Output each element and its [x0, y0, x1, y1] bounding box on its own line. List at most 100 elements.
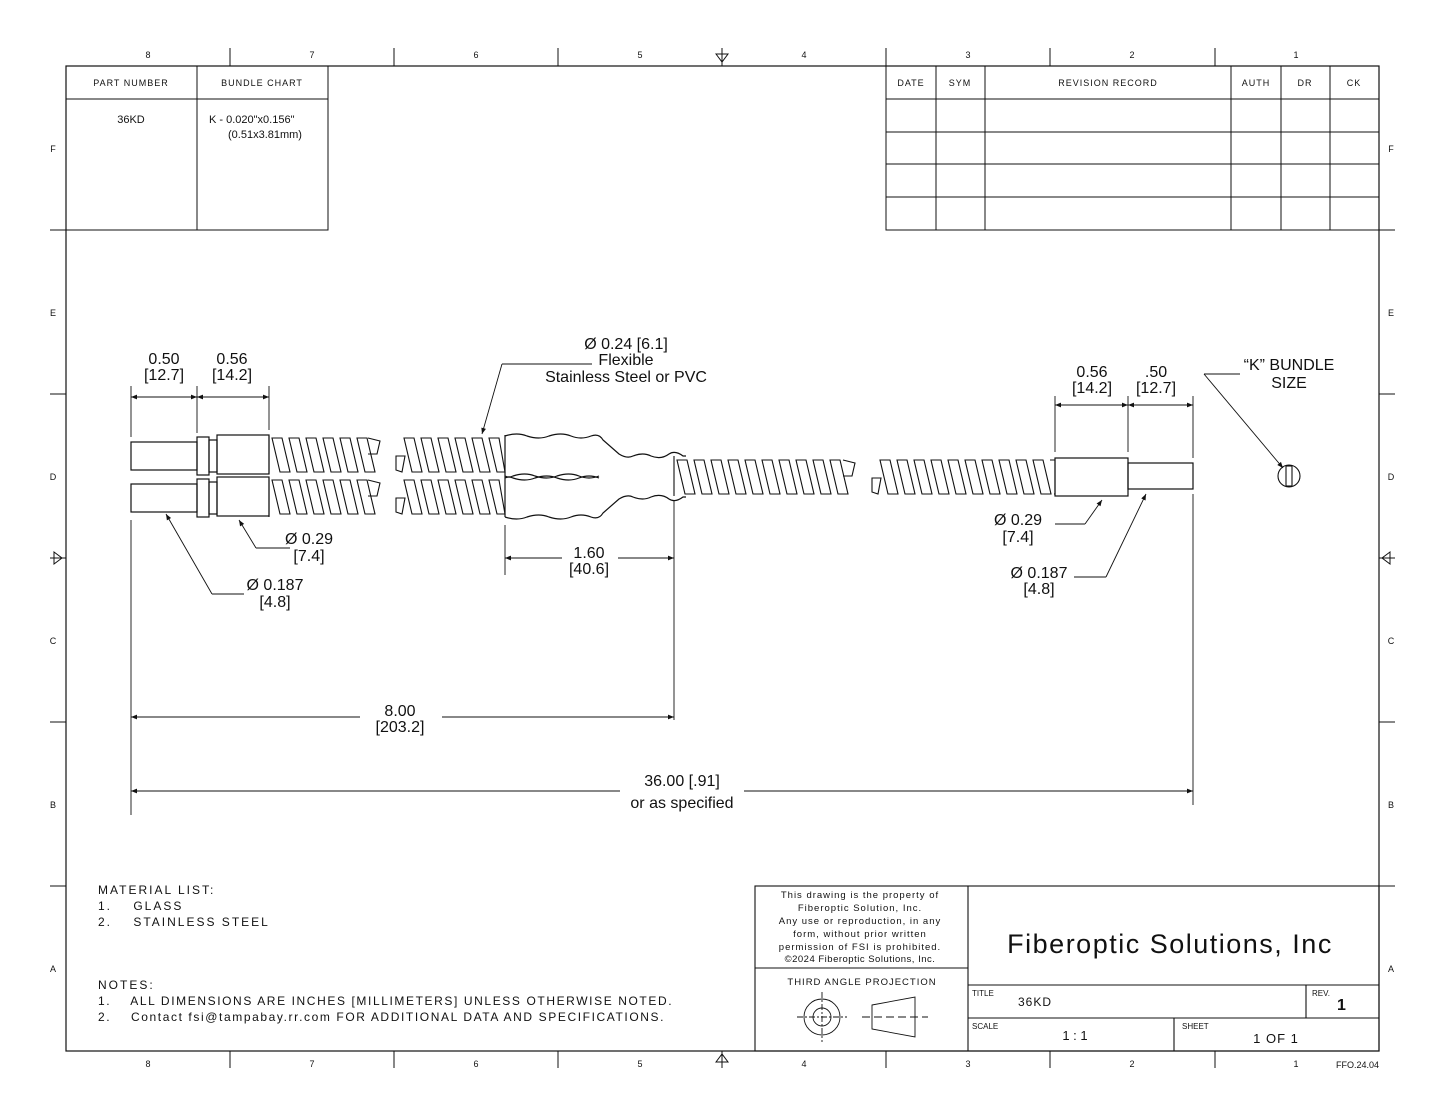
zone-right-b: B [1388, 800, 1394, 810]
rev-label: REV. [1312, 989, 1330, 998]
rev-header-date: DATE [897, 78, 924, 88]
material-list-title: MATERIAL LIST: [98, 883, 215, 897]
dim-left-029-in: Ø 0.29 [285, 531, 333, 548]
zone-bottom-6: 6 [473, 1059, 478, 1069]
dim-800-in: 8.00 [384, 703, 415, 720]
dim-050-in: 0.50 [148, 351, 179, 368]
zone-right-d: D [1388, 472, 1395, 482]
zone-bottom-2: 2 [1129, 1059, 1134, 1069]
scale-value: 1 : 1 [1062, 1028, 1087, 1043]
zone-bottom-5: 5 [637, 1059, 642, 1069]
dim-total-note: or as specified [630, 795, 733, 812]
zone-left-a: A [50, 964, 56, 974]
material-item-1: 1. GLASS [98, 899, 183, 913]
zone-right-e: E [1388, 308, 1394, 318]
zone-bottom-8: 8 [145, 1059, 150, 1069]
material-item-2: 2. STAINLESS STEEL [98, 915, 270, 929]
jacket-material: Stainless Steel or PVC [545, 369, 707, 386]
zone-left-c: C [50, 636, 57, 646]
cable-assembly [130, 433, 1301, 520]
zone-top-4: 4 [801, 50, 806, 60]
main-coil [673, 456, 1056, 496]
property-line-5: permission of FSI is prohibited. [779, 942, 941, 953]
sheet-label: SHEET [1182, 1022, 1209, 1031]
bundle-end-view [1277, 464, 1301, 488]
bundle-chart-value-1: K - 0.020"x0.156" [209, 114, 295, 126]
zone-right-a: A [1388, 964, 1394, 974]
dim-050-mm: [12.7] [144, 367, 184, 384]
dim-left-0187-in: Ø 0.187 [247, 577, 304, 594]
dimension-lines [130, 363, 1284, 815]
dim-right-029-in: Ø 0.29 [994, 512, 1042, 529]
zone-top-8: 8 [145, 50, 150, 60]
zone-ticks [50, 48, 1395, 1068]
zone-right-f: F [1388, 144, 1394, 154]
note-item-2: 2. Contact fsi@tampabay.rr.com FOR ADDIT… [98, 1010, 665, 1024]
dim-800-mm: [203.2] [376, 719, 425, 736]
zone-bottom-7: 7 [309, 1059, 314, 1069]
zone-bottom-3: 3 [965, 1059, 970, 1069]
jacket-diameter: Ø 0.24 [6.1] [584, 336, 668, 353]
zone-top-5: 5 [637, 50, 642, 60]
parts-header-part-number: PART NUMBER [93, 78, 169, 88]
left-coils [268, 436, 506, 517]
dim-right-050-in: .50 [1145, 364, 1167, 381]
scale-label: SCALE [972, 1022, 998, 1031]
dim-056-in: 0.56 [216, 351, 247, 368]
rev-header-sym: SYM [949, 78, 972, 88]
zone-top-6: 6 [473, 50, 478, 60]
zone-left-e: E [50, 308, 56, 318]
rev-header-ck: CK [1347, 78, 1362, 88]
center-marks [50, 48, 1395, 1068]
part-number-value: 36KD [117, 114, 145, 126]
zone-bottom-1: 1 [1293, 1059, 1298, 1069]
breakout-boot [504, 433, 686, 520]
zone-top-3: 3 [965, 50, 970, 60]
note-item-1: 1. ALL DIMENSIONS ARE INCHES [MILLIMETER… [98, 994, 673, 1008]
rev-header-auth: AUTH [1242, 78, 1271, 88]
rev-header-record: REVISION RECORD [1058, 78, 1158, 88]
dim-right-056-mm: [14.2] [1072, 380, 1112, 397]
projection-label: THIRD ANGLE PROJECTION [787, 977, 936, 988]
zone-top-1: 1 [1293, 50, 1298, 60]
title-label: TITLE [972, 989, 994, 998]
property-line-1: This drawing is the property of [781, 890, 939, 901]
dim-right-029-mm: [7.4] [1002, 529, 1033, 546]
bundle-size-label-2: SIZE [1271, 375, 1307, 392]
dim-160-in: 1.60 [573, 545, 604, 562]
dim-right-0187-in: Ø 0.187 [1011, 565, 1068, 582]
title-value: 36KD [1018, 995, 1052, 1009]
property-line-3: Any use or reproduction, in any [779, 916, 942, 927]
doc-code: FFO.24.04 [1336, 1060, 1379, 1070]
dim-right-0187-mm: [4.8] [1023, 581, 1054, 598]
rev-header-dr: DR [1298, 78, 1313, 88]
notes-title: NOTES: [98, 978, 155, 992]
dim-total-length: 36.00 [.91] [644, 773, 720, 790]
dim-left-0187-mm: [4.8] [259, 594, 290, 611]
zone-left-f: F [50, 144, 56, 154]
zone-top-7: 7 [309, 50, 314, 60]
zone-left-b: B [50, 800, 56, 810]
rev-value: 1 [1337, 997, 1346, 1014]
dim-056-mm: [14.2] [212, 367, 252, 384]
sheet-value: 1 OF 1 [1253, 1031, 1299, 1046]
company-name: Fiberoptic Solutions, Inc [1007, 929, 1333, 959]
parts-table [65, 65, 329, 231]
dim-right-050-mm: [12.7] [1136, 380, 1176, 397]
dim-160-mm: [40.6] [569, 561, 609, 578]
property-line-2: Fiberoptic Solution, Inc. [798, 903, 922, 914]
revision-table [885, 65, 1380, 231]
right-ferrule [1054, 457, 1194, 497]
title-block [754, 885, 1380, 1052]
property-line-6: ©2024 Fiberoptic Solutions, Inc. [785, 954, 936, 965]
zone-bottom-4: 4 [801, 1059, 806, 1069]
zone-top-2: 2 [1129, 50, 1134, 60]
bundle-size-label-1: “K” BUNDLE [1244, 357, 1335, 374]
dim-right-056-in: 0.56 [1076, 364, 1107, 381]
zone-left-d: D [50, 472, 57, 482]
border-frame [65, 65, 1380, 1052]
left-ferrules [130, 434, 270, 518]
parts-header-bundle-chart: BUNDLE CHART [221, 78, 303, 88]
zone-right-c: C [1388, 636, 1395, 646]
jacket-flexible: Flexible [598, 352, 653, 369]
